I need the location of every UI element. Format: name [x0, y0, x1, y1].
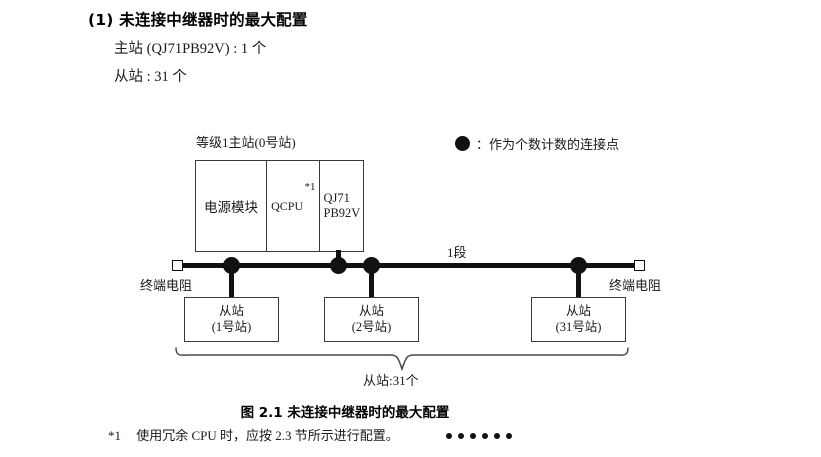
- profibus-module-line2: PB92V: [323, 206, 361, 220]
- segment-label: 1段: [447, 245, 467, 260]
- page-title: (1) 未连接中继器时的最大配置: [88, 8, 688, 30]
- footnote-text: 使用冗余 CPU 时，应按 2.3 节所示进行配置。: [136, 428, 399, 443]
- connection-node-slave-2: [363, 257, 380, 274]
- power-supply-module-cell: 电源模块: [196, 161, 268, 251]
- slave-station-number-31: (31号站): [555, 319, 602, 334]
- section-title-text: 未连接中继器时的最大配置: [119, 11, 308, 29]
- spec-line-slave: 从站 : 31 个: [114, 69, 187, 85]
- terminating-resistor-right-label: 终端电阻: [609, 278, 662, 293]
- slave-station-name-2: 从站: [358, 303, 384, 318]
- slave-station-name-1: 从站: [218, 303, 244, 318]
- profibus-module-label: QJ71 PB92V: [324, 191, 361, 221]
- master-station-rack: 电源模块 QCPU *1 QJ71 PB92V: [195, 160, 364, 252]
- footnote-marker: *1: [108, 428, 121, 443]
- legend: ：作为个数计数的连接点: [455, 134, 619, 153]
- connection-node-slave-1: [223, 257, 240, 274]
- terminating-resistor-right-icon: [634, 260, 645, 271]
- connection-node-master: [330, 257, 347, 274]
- ellipsis-dot: [446, 433, 452, 439]
- drop-line-slave-1: [229, 268, 234, 298]
- cpu-module-label: QCPU: [271, 198, 304, 213]
- footnote: *1 使用冗余 CPU 时，应按 2.3 节所示进行配置。: [108, 425, 399, 444]
- section-number: (1): [88, 11, 114, 29]
- spec-line-master: 主站 (QJ71PB92V) : 1 个: [114, 41, 267, 57]
- power-supply-module-label: 电源模块: [204, 200, 259, 215]
- connection-node-slave-31: [570, 257, 587, 274]
- drop-line-slave-31: [576, 268, 581, 298]
- cpu-module-cell: QCPU *1: [267, 161, 320, 251]
- slave-station-box-2: 从站 (2号站): [324, 297, 419, 342]
- profibus-module-cell: QJ71 PB92V: [320, 161, 364, 251]
- slave-station-number-2: (2号站): [351, 319, 392, 334]
- slave-ellipsis: [446, 433, 512, 439]
- terminating-resistor-left-label: 终端电阻: [140, 278, 193, 293]
- heading-section: (1) 未连接中继器时的最大配置 主站 (QJ71PB92V) : 1 个 从站…: [88, 8, 688, 86]
- ellipsis-dot: [494, 433, 500, 439]
- bus-trunk-line: [178, 263, 640, 268]
- slave-count-label: 从站:31个: [363, 373, 419, 388]
- legend-label: ：作为个数计数的连接点: [476, 137, 620, 152]
- connection-point-icon: [455, 136, 470, 151]
- slave-count-brace: [175, 347, 629, 372]
- terminating-resistor-left-icon: [172, 260, 183, 271]
- slave-station-number-1: (1号站): [211, 319, 252, 334]
- ellipsis-dot: [458, 433, 464, 439]
- slave-station-box-1: 从站 (1号站): [184, 297, 279, 342]
- ellipsis-dot: [506, 433, 512, 439]
- ellipsis-dot: [482, 433, 488, 439]
- figure-caption: 图 2.1 未连接中继器时的最大配置: [240, 405, 450, 421]
- slave-station-name-31: 从站: [565, 303, 591, 318]
- slave-station-box-31: 从站 (31号站): [531, 297, 626, 342]
- network-configuration-diagram: ：作为个数计数的连接点 等级1主站(0号站) 电源模块 QCPU *1 QJ71…: [0, 120, 821, 439]
- profibus-module-line1: QJ71: [323, 191, 350, 206]
- master-station-label: 等级1主站(0号站): [196, 135, 296, 150]
- ellipsis-dot: [470, 433, 476, 439]
- drop-line-slave-2: [369, 268, 374, 298]
- cpu-footnote-marker: *1: [304, 181, 316, 193]
